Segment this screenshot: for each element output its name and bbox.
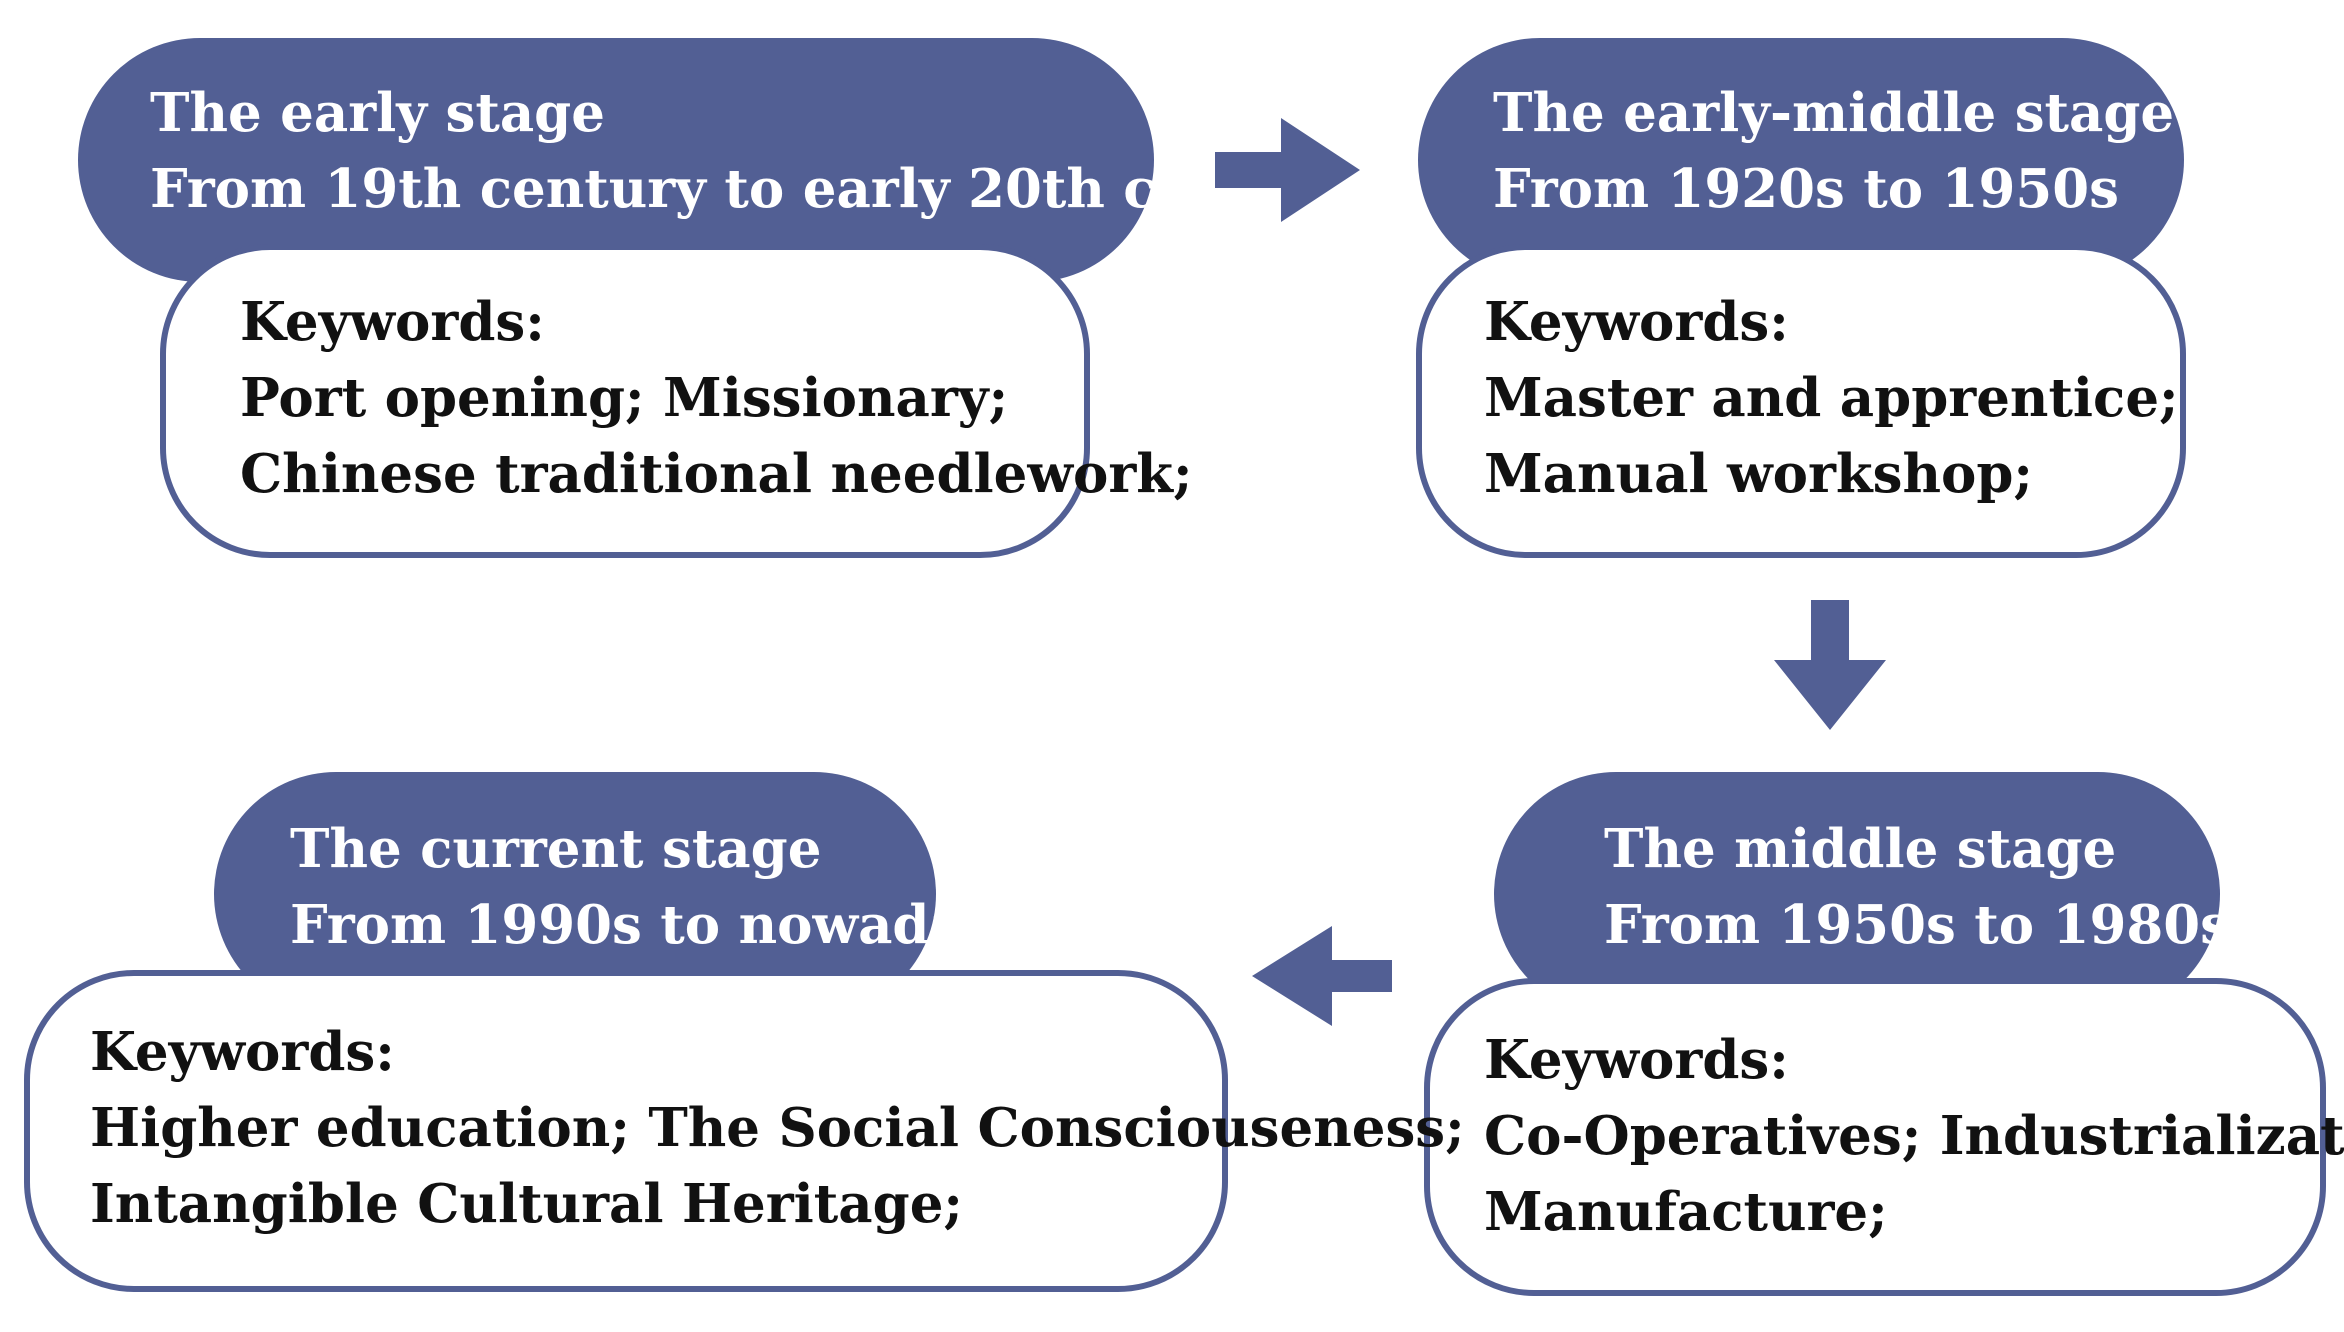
stage-1-period: From 19th century to early 20th century <box>150 158 1350 220</box>
stage-3-header: The middle stage From 1950s to 1980s <box>1494 772 2230 1016</box>
stage-4-keywords-box: Keywords: Higher education; The Social C… <box>24 970 1465 1292</box>
stage-1-header: The early stage From 19th century to ear… <box>78 38 1350 282</box>
stage-2-title: The early-middle stage <box>1493 82 2175 144</box>
arrow-right-icon <box>1215 118 1360 222</box>
stage-2-keywords-label: Keywords: <box>1484 291 1789 353</box>
stage-2-period: From 1920s to 1950s <box>1493 158 2119 220</box>
arrow-down-icon <box>1774 600 1886 730</box>
stage-2-keyword-line-1: Master and apprentice; <box>1484 367 2179 429</box>
stage-2-keywords-box: Keywords: Master and apprentice; Manual … <box>1416 244 2186 558</box>
stage-3-title: The middle stage <box>1604 818 2117 880</box>
stage-2-header: The early-middle stage From 1920s to 195… <box>1418 38 2184 282</box>
stage-3-period: From 1950s to 1980s <box>1604 894 2230 956</box>
stage-1-keyword-line-2: Chinese traditional needlework; <box>240 443 1193 505</box>
stage-4-period: From 1990s to nowadays <box>290 894 1025 956</box>
stage-1-title: The early stage <box>150 82 605 144</box>
stage-4-keywords-label: Keywords: <box>90 1021 395 1083</box>
stage-2-keyword-line-2: Manual workshop; <box>1484 443 2033 505</box>
stage-3-keyword-line-2: Manufacture; <box>1484 1181 1888 1243</box>
stage-1-keyword-line-1: Port opening; Missionary; <box>240 367 1009 429</box>
stage-4-title: The current stage <box>290 818 822 880</box>
stage-1-keywords-box: Keywords: Port opening; Missionary; Chin… <box>160 244 1193 558</box>
stage-3-keywords-label: Keywords: <box>1484 1029 1789 1091</box>
stage-3-keywords-box: Keywords: Co-Operatives; Industrializati… <box>1424 978 2344 1296</box>
stage-4-keyword-line-1: Higher education; The Social Consciousen… <box>90 1097 1465 1159</box>
stage-1-keywords-label: Keywords: <box>240 291 545 353</box>
arrow-left-icon <box>1252 926 1392 1026</box>
stage-3-keyword-line-1: Co-Operatives; Industrialization; <box>1484 1105 2344 1167</box>
stage-4-keyword-line-2: Intangible Cultural Heritage; <box>90 1173 963 1235</box>
